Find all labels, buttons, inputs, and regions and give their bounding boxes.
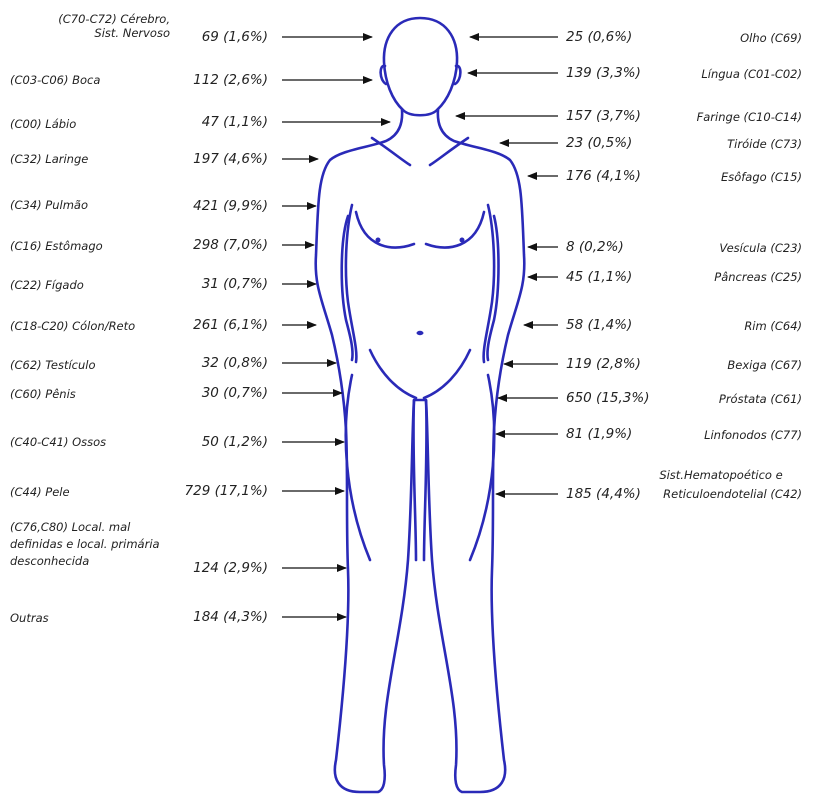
value-lung: 421 (9,9%) xyxy=(150,198,268,214)
label-kidney: Rim (C64) xyxy=(650,319,802,333)
label-testis: (C62) Testículo xyxy=(10,358,96,372)
label-bones: (C40-C41) Ossos xyxy=(10,435,106,449)
label-larynx: (C32) Laringe xyxy=(10,152,88,166)
label-brain: (C70-C72) Cérebro, Sist. Nervoso xyxy=(10,12,170,40)
label-others: Outras xyxy=(10,611,49,625)
value-eye: 25 (0,6%) xyxy=(566,29,632,45)
label-tongue: Língua (C01-C02) xyxy=(650,67,802,81)
label-hematopoietic: Sist.Hematopoético e Reticuloendotelial … xyxy=(640,468,802,501)
label-skin: (C44) Pele xyxy=(10,485,70,499)
label-lung: (C34) Pulmão xyxy=(10,198,88,212)
value-lip: 47 (1,1%) xyxy=(150,114,268,130)
label-brain-line1: (C70-C72) Cérebro, xyxy=(10,12,170,26)
value-gallbladder: 8 (0,2%) xyxy=(566,239,624,255)
label-brain-line2: Sist. Nervoso xyxy=(10,26,170,40)
value-thyroid: 23 (0,5%) xyxy=(566,135,632,151)
label-hematopoietic-line2: Reticuloendotelial (C42) xyxy=(640,487,802,501)
label-bladder: Bexiga (C67) xyxy=(650,358,802,372)
value-pharynx: 157 (3,7%) xyxy=(566,108,641,124)
value-brain: 69 (1,6%) xyxy=(150,29,268,45)
value-colon: 261 (6,1%) xyxy=(150,317,268,333)
label-colon: (C18-C20) Cólon/Reto xyxy=(10,319,135,333)
value-prostate: 650 (15,3%) xyxy=(566,390,649,406)
label-hematopoietic-line1: Sist.Hematopoético e xyxy=(640,468,802,482)
label-ill-defined: (C76,C80) Local. mal definidas e local. … xyxy=(10,520,160,568)
body-outline xyxy=(316,18,525,792)
value-testis: 32 (0,8%) xyxy=(150,355,268,371)
value-larynx: 197 (4,6%) xyxy=(150,151,268,167)
value-others: 184 (4,3%) xyxy=(150,609,268,625)
value-skin: 729 (17,1%) xyxy=(150,483,268,499)
label-ill-defined-line1: (C76,C80) Local. mal xyxy=(10,520,160,534)
label-penis: (C60) Pênis xyxy=(10,387,76,401)
label-lip: (C00) Lábio xyxy=(10,117,76,131)
label-esophagus: Esôfago (C15) xyxy=(650,170,802,184)
label-lymph-nodes: Linfonodos (C77) xyxy=(650,428,802,442)
body-marks xyxy=(376,238,465,336)
label-pancreas: Pâncreas (C25) xyxy=(650,270,802,284)
value-lymph-nodes: 81 (1,9%) xyxy=(566,426,632,442)
label-ill-defined-line3: desconhecida xyxy=(10,554,160,568)
value-tongue: 139 (3,3%) xyxy=(566,65,641,81)
label-gallbladder: Vesícula (C23) xyxy=(650,241,802,255)
value-stomach: 298 (7,0%) xyxy=(150,237,268,253)
value-bones: 50 (1,2%) xyxy=(150,434,268,450)
label-pharynx: Faringe (C10-C14) xyxy=(650,110,802,124)
label-stomach: (C16) Estômago xyxy=(10,239,103,253)
right-arrows xyxy=(456,37,558,494)
value-pancreas: 45 (1,1%) xyxy=(566,269,632,285)
value-liver: 31 (0,7%) xyxy=(150,276,268,292)
value-bladder: 119 (2,8%) xyxy=(566,356,641,372)
label-eye: Olho (C69) xyxy=(650,31,802,45)
left-arrows xyxy=(282,37,390,617)
value-penis: 30 (0,7%) xyxy=(150,385,268,401)
value-mouth: 112 (2,6%) xyxy=(150,72,268,88)
value-kidney: 58 (1,4%) xyxy=(566,317,632,333)
label-thyroid: Tiróide (C73) xyxy=(650,137,802,151)
value-esophagus: 176 (4,1%) xyxy=(566,168,641,184)
label-liver: (C22) Fígado xyxy=(10,278,84,292)
label-mouth: (C03-C06) Boca xyxy=(10,73,100,87)
label-ill-defined-line2: definidas e local. primária xyxy=(10,537,160,551)
value-ill-defined: 124 (2,9%) xyxy=(150,560,268,576)
value-hematopoietic: 185 (4,4%) xyxy=(566,486,641,502)
label-prostate: Próstata (C61) xyxy=(650,392,802,406)
